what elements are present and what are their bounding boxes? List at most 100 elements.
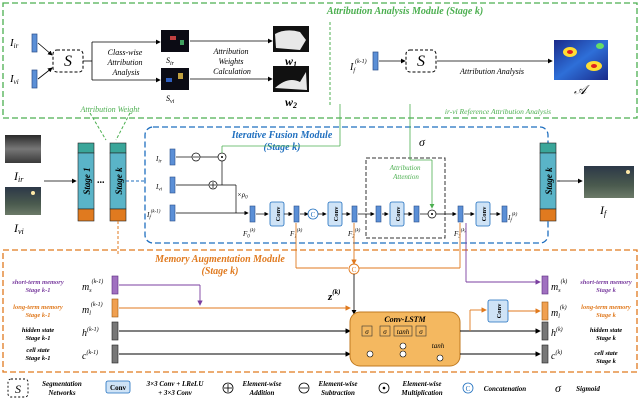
ref-attribution-label: ir-vi Reference Attribution Analysis xyxy=(445,107,551,116)
z-label: z(k) xyxy=(327,288,340,303)
fusion-in-f-label: If(k-1) xyxy=(146,210,161,221)
lstm-gates: σ σ tanh σ tanh xyxy=(361,325,445,350)
attn-feat-in xyxy=(375,205,382,223)
ms-prev-block xyxy=(111,275,119,295)
fusion-sigma: σ xyxy=(419,135,426,149)
concat-op-1-label: C xyxy=(311,211,316,219)
s-ir-map xyxy=(161,30,189,52)
legend-sigmoid-label: Sigmoid xyxy=(576,385,600,393)
memory-module-box xyxy=(2,249,638,373)
rho-label: ×ρ0 xyxy=(237,191,248,201)
legend-concat-symbol: C xyxy=(466,385,471,393)
fused-output-label: If xyxy=(599,203,608,218)
fused-output-image xyxy=(584,166,634,198)
attn-feat-mid xyxy=(413,205,420,223)
class-wise-label: Class-wise Attribution Analysis xyxy=(106,48,144,77)
iterative-fusion-box xyxy=(144,126,549,244)
conv-block-memory-label: Conv xyxy=(496,303,503,319)
stage-k-label-right: Stage k xyxy=(544,167,554,195)
c-prev-label: c(k-1) xyxy=(82,349,98,362)
h-prev-block xyxy=(111,321,119,341)
h-out-block xyxy=(541,321,549,341)
legend-conv-box-label: Conv xyxy=(110,384,126,392)
memory-stage: (Stage k) xyxy=(202,266,239,277)
input-vi-label: Ivi xyxy=(13,221,24,236)
if-prev-label: If(k-1) xyxy=(349,58,367,74)
stage-1-block: Stage 1 xyxy=(77,142,95,222)
fusion-in-vi-label: Ivi xyxy=(155,183,163,193)
legend-seg-symbol: S xyxy=(15,382,21,396)
svg-text:tanh: tanh xyxy=(397,328,410,336)
conv-lstm-block xyxy=(349,311,461,367)
ml-prev-label: ml(k-1) xyxy=(82,301,103,317)
s-ir-label: Sir xyxy=(166,56,175,67)
fusion-title: Iterative Fusion Module xyxy=(231,130,333,141)
stage-k-block-right: Stage k xyxy=(539,142,557,222)
feat-f3 xyxy=(457,205,464,223)
conv-block-2-label: Conv xyxy=(333,206,340,222)
segmentation-symbol-2: S xyxy=(417,53,425,70)
fusion-stage: (Stage k) xyxy=(264,142,301,153)
w2-label: w2 xyxy=(285,95,297,110)
ms-prev-label: ms(k-1) xyxy=(82,278,103,294)
if-prev-feature xyxy=(372,51,379,71)
legend-conv-label: 3×3 Conv + LReLU+ 3×3 Conv xyxy=(146,380,205,397)
stage-k-label-left: Stage k xyxy=(114,167,124,195)
fusion-in-ir-label: Iir xyxy=(155,155,162,165)
attr-analysis-label: Attribution Analysis xyxy=(459,67,524,76)
input-ir-label: Iir xyxy=(13,169,24,184)
svg-text:σ: σ xyxy=(365,328,369,336)
c-out-label: c(k) xyxy=(551,349,562,362)
attr-input-ir-feature xyxy=(31,33,38,53)
attribution-attention-box xyxy=(365,157,446,239)
f1-label: F1(k) xyxy=(289,229,303,240)
ml-out-block xyxy=(541,301,549,321)
legend-concat-label: Concatenation xyxy=(484,385,527,393)
w1-label: w1 xyxy=(285,54,297,69)
attribution-module-title: Attribution Analysis Module (Stage k) xyxy=(326,6,483,17)
feat-out xyxy=(501,205,508,223)
legend-seg-icon xyxy=(7,378,29,398)
segmentation-network-icon-2 xyxy=(405,49,437,73)
c-prev-block xyxy=(111,344,119,364)
svg-text:σ: σ xyxy=(419,328,423,336)
legend-conv-icon xyxy=(105,380,131,394)
s-vi-map xyxy=(161,68,189,90)
attribution-weight-label: Attribution Weight xyxy=(79,105,140,114)
feat-f2 xyxy=(351,205,358,223)
h-prev-label: h(k-1) xyxy=(82,326,99,339)
s-vi-label: Svi xyxy=(166,94,175,105)
conv-block-1-label: Conv xyxy=(275,206,282,222)
fusion-in-ir xyxy=(169,148,176,166)
ms-out-label: ms(k) xyxy=(551,278,567,294)
ml-prev-block xyxy=(111,298,119,318)
ms-out-block xyxy=(541,275,549,295)
f0-label: F0(k) xyxy=(242,229,256,240)
input-vi-image xyxy=(5,187,41,215)
conv-block-3-label: Conv xyxy=(395,206,402,222)
weights-calc-label: Attribution Weights Calculation xyxy=(212,47,250,76)
attr-input-vi: Ivi xyxy=(9,73,19,86)
segmentation-symbol: S xyxy=(64,53,72,70)
svg-text:σ: σ xyxy=(383,328,387,336)
stage-k-block-left: Stage k xyxy=(109,142,127,222)
input-ir-image xyxy=(5,135,41,163)
attribution-attention-label: Attribution Attention xyxy=(389,164,422,181)
attr-input-vi-feature xyxy=(31,69,38,89)
ml-out-label: ml(k) xyxy=(551,304,567,320)
attribution-module-box xyxy=(2,2,638,119)
feat-f1 xyxy=(293,205,300,223)
stage-dots: ... xyxy=(97,175,105,186)
legend-sigma-symbol: σ xyxy=(555,381,562,395)
fusion-in-vi xyxy=(169,176,176,194)
